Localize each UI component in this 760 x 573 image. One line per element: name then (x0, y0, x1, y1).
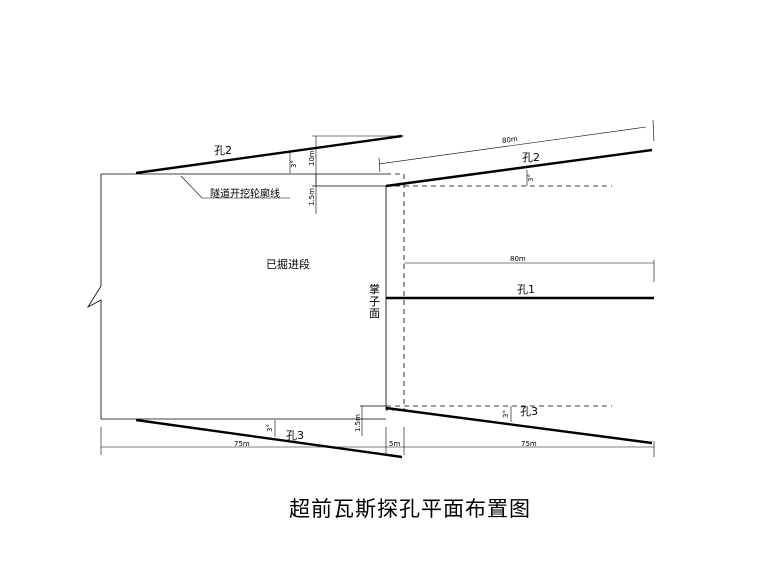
hole-2-left-label: 孔2 (214, 144, 232, 157)
dim-75m-left-text: 75m (234, 440, 250, 448)
dim-15m-top-text: 1.5m (308, 188, 316, 206)
face-char-1: 掌 (369, 282, 380, 296)
hole-2-left-line (135, 134, 403, 175)
hole-3-right-label: 孔3 (520, 405, 538, 418)
dim-5m-text: 5m (389, 440, 400, 448)
angle-top-right-text: 3° (527, 174, 535, 182)
contour-label: 隧道开挖轮廓线 (210, 187, 280, 200)
hole-2-right-label: 孔2 (522, 151, 540, 164)
probe-holes (135, 134, 654, 459)
dim-75m-right-text: 75m (521, 440, 537, 448)
face-dashed-box (386, 173, 405, 411)
dim-80m-top-ext-right (652, 119, 655, 142)
drawing-title: 超前瓦斯探孔平面布置图 (289, 497, 531, 521)
dim-10m-text: 10m (308, 150, 316, 166)
dim-80m-top-text: 80m (502, 135, 519, 145)
dimension-lines (100, 119, 655, 457)
angle-top-left-text: 3° (290, 160, 298, 168)
dashed-lines (386, 173, 612, 411)
contour-leader (180, 175, 290, 199)
tunnel-outline (86, 173, 387, 420)
dim-80m-top-ext-left (378, 157, 381, 173)
dim-80m-top-line (378, 126, 647, 165)
hole-2-right-line (385, 148, 653, 188)
angle-bot-right-text: 3° (502, 410, 510, 418)
face-char-2: 子 (369, 295, 380, 308)
labels: 孔1 孔2 孔2 孔3 孔3 已掘进段 隧道开挖轮廓线 掌 子 面 (210, 144, 540, 442)
hole-3-right-line (385, 406, 653, 445)
face-char-3: 面 (369, 307, 380, 320)
hole-3-left-line (135, 418, 403, 459)
excavated-label: 已掘进段 (266, 257, 310, 271)
dim-80m-mid-text: 80m (510, 255, 526, 263)
angle-bot-left-text: 3° (266, 424, 274, 432)
hole-3-left-label: 孔3 (286, 429, 304, 442)
dimension-texts: 80m 80m 75m 75m 5m 10m 1.5m 1.5m 3° 3° 3… (234, 135, 537, 448)
break-line (86, 174, 102, 419)
dim-15m-bot-text: 1.5m (354, 414, 362, 432)
hole-1-label: 孔1 (517, 283, 535, 296)
